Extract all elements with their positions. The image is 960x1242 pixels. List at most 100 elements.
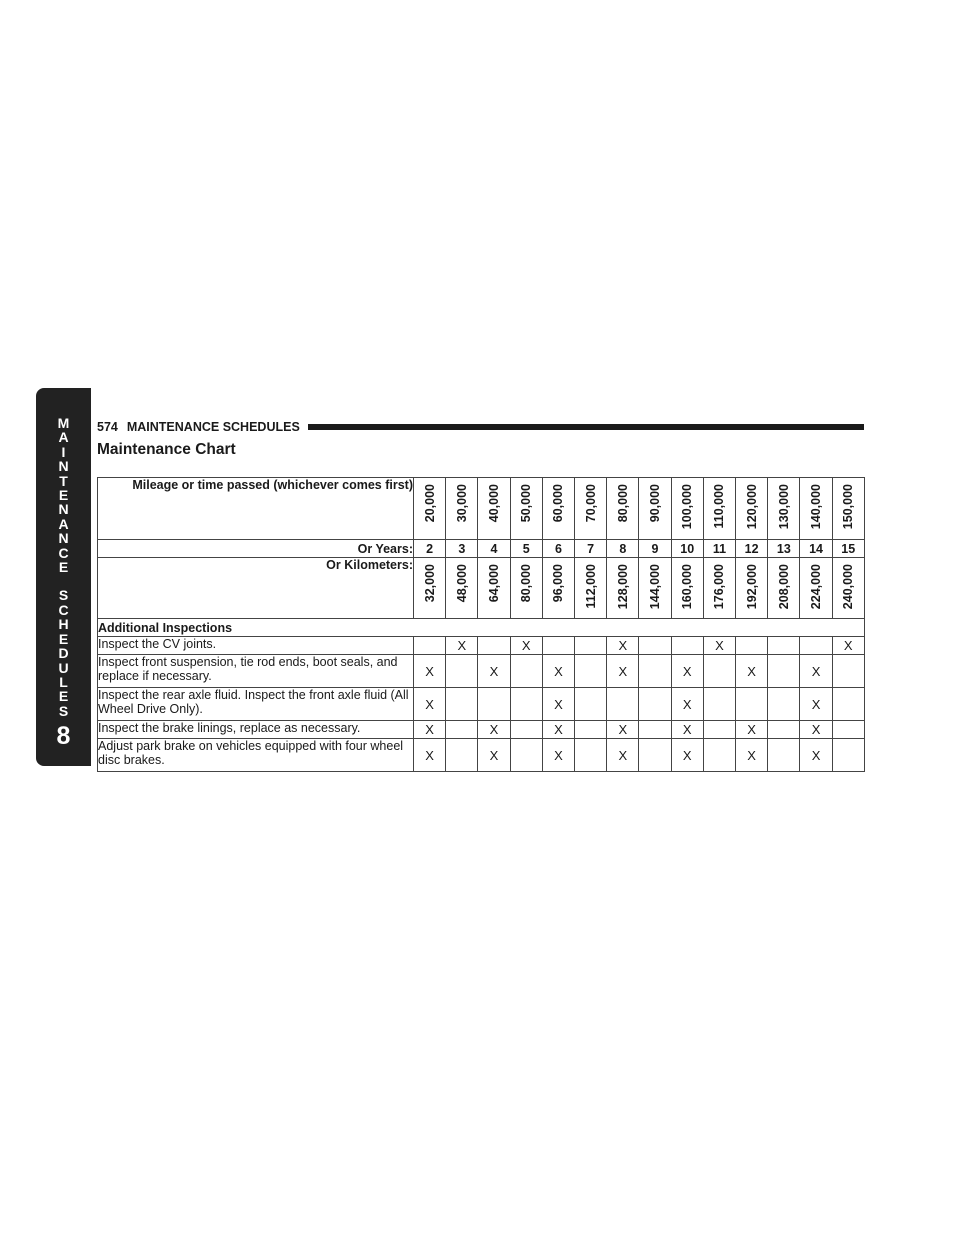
mileage-value-cell: 50,000 bbox=[509, 477, 543, 540]
years-value: 2 bbox=[412, 539, 447, 558]
row-mark bbox=[574, 687, 608, 721]
row-mark: X bbox=[445, 636, 479, 655]
row-mark bbox=[509, 687, 543, 721]
kilometers-value: 240,000 bbox=[841, 564, 856, 610]
mileage-value-cell: 40,000 bbox=[477, 477, 511, 540]
mileage-value: 130,000 bbox=[776, 484, 791, 530]
chapter-number: 8 bbox=[56, 722, 71, 750]
mileage-value-cell: 20,000 bbox=[412, 477, 447, 540]
side-tab-letter: M bbox=[57, 415, 70, 431]
years-value: 4 bbox=[477, 539, 511, 558]
years-value: 7 bbox=[574, 539, 608, 558]
side-tab-letter: A bbox=[58, 515, 69, 532]
table-row: Inspect the rear axle fluid. Inspect the… bbox=[97, 687, 865, 721]
mileage-value-cell: 120,000 bbox=[735, 477, 769, 540]
row-mark bbox=[606, 687, 640, 721]
kilometers-value-cell: 224,000 bbox=[799, 557, 833, 619]
row-mark bbox=[574, 636, 608, 655]
row-mark: X bbox=[541, 654, 576, 688]
row-mark bbox=[412, 636, 447, 655]
side-tab-letter: N bbox=[58, 501, 69, 518]
row-mark bbox=[638, 636, 672, 655]
row-mark: X bbox=[412, 738, 447, 772]
row-mark bbox=[445, 720, 479, 739]
mileage-value: 120,000 bbox=[744, 484, 759, 530]
row-mark bbox=[574, 720, 608, 739]
years-value: 6 bbox=[541, 539, 576, 558]
mileage-value-cell: 90,000 bbox=[638, 477, 672, 540]
side-tab-letter: E bbox=[58, 559, 69, 576]
side-tab-letter: A bbox=[58, 429, 69, 446]
row-label: Inspect front suspension, tie rod ends, … bbox=[97, 654, 414, 688]
row-mark bbox=[767, 687, 801, 721]
mileage-label: Mileage or time passed (whichever comes … bbox=[97, 477, 414, 540]
row-mark: X bbox=[412, 654, 447, 688]
row-mark bbox=[509, 738, 543, 772]
mileage-value: 140,000 bbox=[809, 484, 824, 530]
mileage-value: 30,000 bbox=[454, 484, 469, 523]
row-mark: X bbox=[477, 654, 511, 688]
kilometers-label: Or Kilometers: bbox=[97, 557, 414, 619]
row-label: Inspect the brake linings, replace as ne… bbox=[97, 720, 414, 739]
kilometers-value: 160,000 bbox=[680, 564, 695, 610]
kilometers-value-cell: 160,000 bbox=[670, 557, 704, 619]
row-label: Inspect the CV joints. bbox=[97, 636, 414, 655]
row-mark: X bbox=[702, 636, 737, 655]
row-mark bbox=[735, 687, 769, 721]
kilometers-value-cell: 240,000 bbox=[831, 557, 865, 619]
row-mark: X bbox=[477, 738, 511, 772]
row-mark bbox=[541, 636, 576, 655]
kilometers-value-cell: 48,000 bbox=[445, 557, 479, 619]
years-value: 3 bbox=[445, 539, 479, 558]
page-header: 574 MAINTENANCE SCHEDULES bbox=[97, 419, 864, 435]
row-mark bbox=[574, 738, 608, 772]
row-mark bbox=[445, 687, 479, 721]
row-mark: X bbox=[799, 654, 833, 688]
header-rule bbox=[307, 424, 864, 430]
row-mark: X bbox=[799, 720, 833, 739]
kilometers-value: 224,000 bbox=[809, 564, 824, 610]
mileage-value: 50,000 bbox=[519, 484, 534, 523]
years-value: 15 bbox=[831, 539, 865, 558]
mileage-value-cell: 30,000 bbox=[445, 477, 479, 540]
row-label: Inspect the rear axle fluid. Inspect the… bbox=[97, 687, 414, 721]
row-mark bbox=[670, 636, 704, 655]
row-mark bbox=[831, 738, 865, 772]
row-mark: X bbox=[541, 687, 576, 721]
row-mark: X bbox=[606, 654, 640, 688]
row-mark: X bbox=[670, 687, 704, 721]
kilometers-value-cell: 192,000 bbox=[735, 557, 769, 619]
kilometers-value-cell: 176,000 bbox=[702, 557, 737, 619]
mileage-value-cell: 60,000 bbox=[541, 477, 576, 540]
mileage-value-cell: 70,000 bbox=[574, 477, 608, 540]
row-mark: X bbox=[509, 636, 543, 655]
section-row: Additional Inspections bbox=[97, 618, 865, 637]
years-value: 8 bbox=[606, 539, 640, 558]
side-tab-letter: S bbox=[58, 702, 69, 719]
row-mark: X bbox=[606, 636, 640, 655]
row-mark: X bbox=[412, 687, 447, 721]
kilometers-value-cell: 128,000 bbox=[606, 557, 640, 619]
years-label: Or Years: bbox=[97, 539, 414, 558]
mileage-value-cell: 110,000 bbox=[702, 477, 737, 540]
row-mark: X bbox=[477, 720, 511, 739]
row-mark bbox=[574, 654, 608, 688]
side-tab-letter: H bbox=[58, 616, 69, 633]
years-value: 5 bbox=[509, 539, 543, 558]
side-tab-letter: I bbox=[61, 443, 66, 460]
row-label: Adjust park brake on vehicles equipped w… bbox=[97, 738, 414, 772]
table-row: Inspect front suspension, tie rod ends, … bbox=[97, 654, 865, 688]
years-value: 9 bbox=[638, 539, 672, 558]
row-mark bbox=[477, 636, 511, 655]
row-mark: X bbox=[412, 720, 447, 739]
section-title: MAINTENANCE SCHEDULES bbox=[126, 420, 300, 434]
row-mark: X bbox=[670, 738, 704, 772]
years-value: 13 bbox=[767, 539, 801, 558]
side-tab-gap bbox=[36, 574, 91, 588]
row-mark: X bbox=[541, 738, 576, 772]
row-mark: X bbox=[735, 720, 769, 739]
side-tab-letter: E bbox=[58, 487, 69, 504]
